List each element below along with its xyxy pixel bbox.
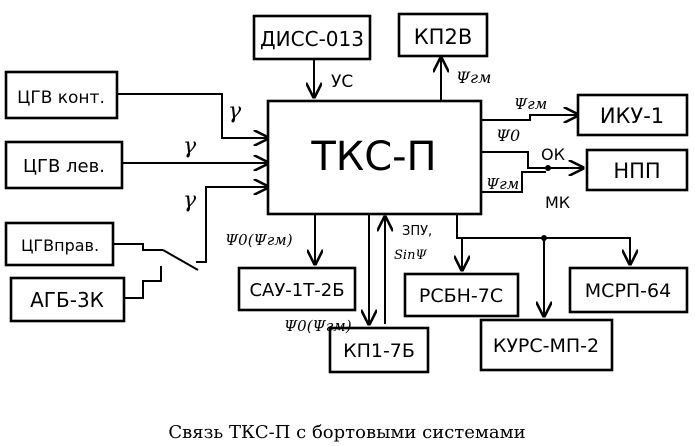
diss-label: ДИСС-013 xyxy=(260,27,364,51)
block-cgv-lev: ЦГВ лев. xyxy=(4,140,124,190)
block-diss: ДИСС-013 xyxy=(252,14,372,61)
bus-junction-dot xyxy=(541,235,547,241)
block-center: ТКС-П xyxy=(266,99,483,216)
cgv-kont-line xyxy=(117,93,268,138)
signal-labels: УС γ γ γ Ψгм Ψгм Ψ0 ОК Ψгм МК Ψ0(Ψгм) Ψ0… xyxy=(183,68,571,335)
block-agb: АГБ-3К xyxy=(9,276,126,323)
block-msrp: МСРП-64 xyxy=(568,266,689,314)
signal-ok: ОК xyxy=(541,145,566,164)
kp2v-label: КП2В xyxy=(414,25,472,49)
block-kp1: КП1-7Б xyxy=(328,326,430,374)
cgv-kont-label: ЦГВ конт. xyxy=(17,88,105,108)
block-npp: НПП xyxy=(585,148,689,192)
block-cgv-prav: ЦГВправ. xyxy=(4,221,115,267)
center-label: ТКС-П xyxy=(310,134,436,180)
signal-us: УС xyxy=(331,72,353,92)
cgv-prav-line xyxy=(113,243,163,251)
block-sau: САУ-1Т-2Б xyxy=(237,266,357,312)
signal-psi-kp1: Ψ0(Ψгм) xyxy=(284,317,352,335)
block-kurs: КУРС-МП-2 xyxy=(479,318,614,372)
signal-sin-psi: SinΨ xyxy=(394,248,427,263)
center-to-npp-ok-line xyxy=(481,151,583,168)
kp1-label: КП1-7Б xyxy=(343,340,415,362)
signal-psi-sau: Ψ0(Ψгм) xyxy=(225,231,293,249)
cgv-lev-label: ЦГВ лев. xyxy=(23,156,105,177)
cgv-prav-label: ЦГВправ. xyxy=(21,236,99,255)
msrp-label: МСРП-64 xyxy=(585,280,671,302)
signal-psi-0: Ψ0 xyxy=(496,126,520,145)
block-rsbn: РСБН-7С xyxy=(403,272,520,318)
block-cgv-kont: ЦГВ конт. xyxy=(4,70,119,120)
switch-to-center-line xyxy=(196,187,268,263)
agb-label: АГБ-3К xyxy=(30,288,104,312)
signal-psi-gm-npp: Ψгм xyxy=(486,175,519,193)
iku-label: ИКУ-1 xyxy=(600,104,664,128)
sau-label: САУ-1Т-2Б xyxy=(249,280,344,301)
kurs-label: КУРС-МП-2 xyxy=(493,335,599,357)
signal-psi-gm-iku: Ψгм xyxy=(514,95,547,113)
switch-lever xyxy=(162,249,199,271)
junction-dot xyxy=(545,165,551,171)
signal-mk: МК xyxy=(545,193,571,212)
signal-psi-gm-kp2v: Ψгм xyxy=(456,68,491,87)
center-to-npp-mk-line xyxy=(481,171,546,193)
diagram-caption: Связь ТКС-П с бортовыми системами xyxy=(168,422,525,443)
npp-label: НПП xyxy=(613,159,660,183)
agb-line xyxy=(124,266,162,299)
signal-zpu: ЗПУ, xyxy=(402,224,432,239)
signal-gamma-2: γ xyxy=(183,134,197,159)
connections xyxy=(113,58,630,324)
block-kp2v: КП2В xyxy=(397,12,489,58)
signal-gamma-1: γ xyxy=(228,99,242,124)
signal-gamma-3: γ xyxy=(183,188,197,213)
block-iku: ИКУ-1 xyxy=(576,93,689,137)
center-to-iku-line xyxy=(481,115,578,120)
rsbn-label: РСБН-7С xyxy=(419,285,503,307)
